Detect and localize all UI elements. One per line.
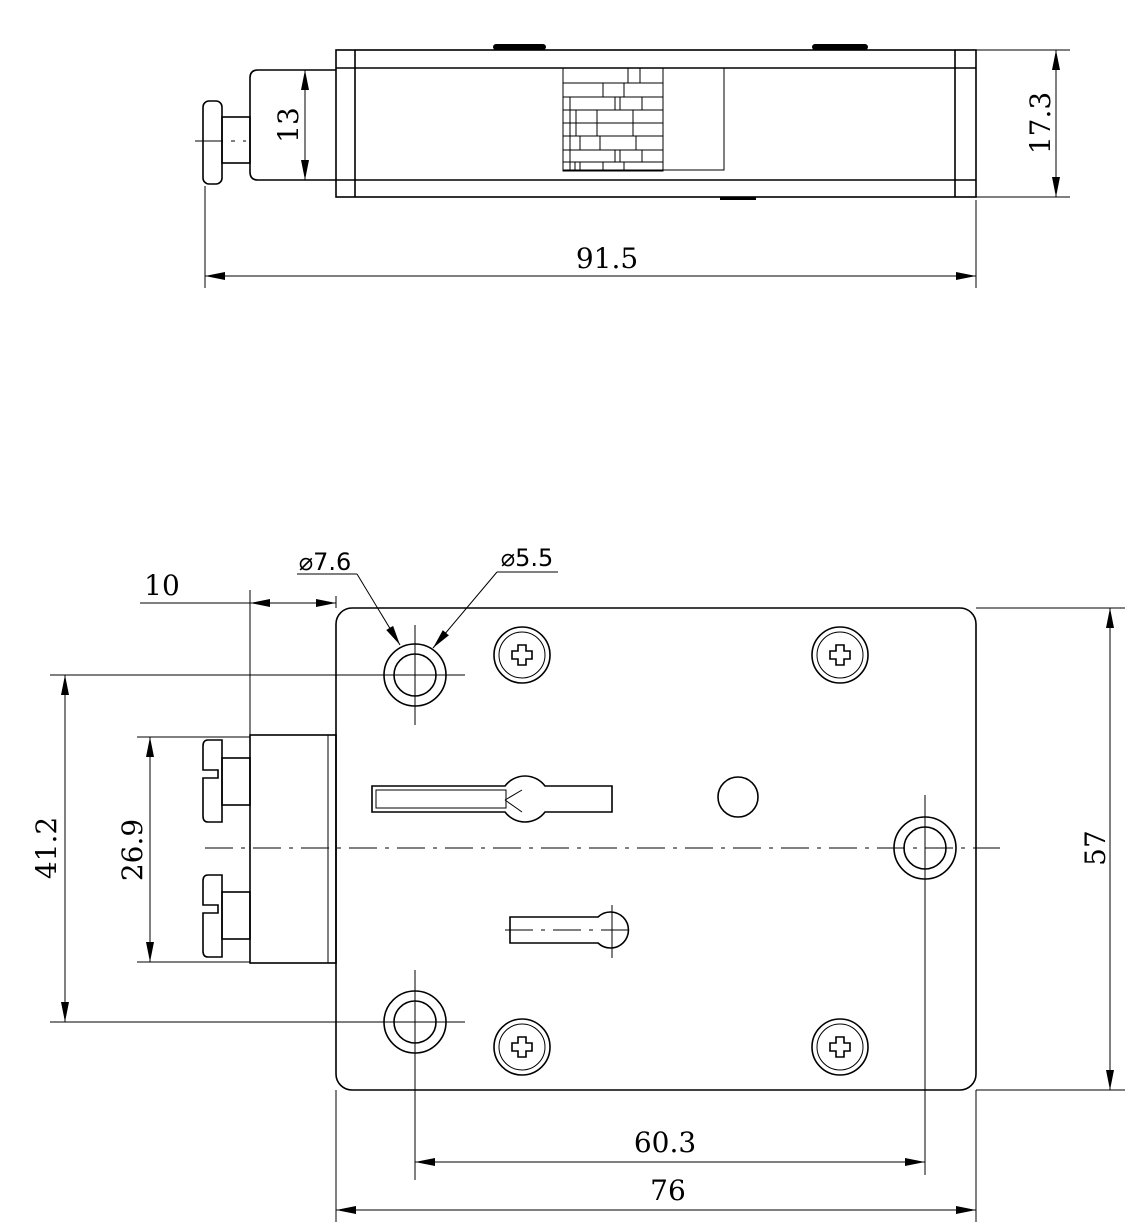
lock-plate — [335, 607, 977, 1091]
mechanism-pattern — [562, 67, 725, 172]
keyhole — [505, 905, 630, 958]
latch-slot — [371, 775, 613, 823]
phillips-screw — [811, 626, 869, 684]
knob-top — [202, 100, 223, 185]
dim-hole-large: ⌀7.6 — [299, 548, 352, 576]
mounting-hole — [365, 625, 465, 725]
dim-hole-spacing-vertical: 41.2 — [30, 817, 63, 879]
dim-plate-height: 57 — [1079, 830, 1112, 866]
dim-hole-spacing-horizontal: 60.3 — [634, 1126, 696, 1159]
dim-plate-width: 76 — [650, 1174, 686, 1207]
dim-bolt-height: 13 — [272, 107, 305, 143]
mounting-hole — [893, 795, 957, 1175]
dim-bolt-offset: 10 — [144, 569, 180, 602]
dim-body-height: 17.3 — [1024, 92, 1057, 154]
front-view: 10 ⌀7.6 ⌀5.5 41.2 26.9 57 60.3 76 — [30, 544, 1125, 1222]
phillips-screw — [811, 1018, 869, 1076]
top-tab — [493, 44, 546, 50]
bolt-front — [249, 734, 337, 964]
mounting-hole — [360, 970, 465, 1180]
phillips-screw — [493, 626, 551, 684]
bolt-knob — [202, 874, 251, 958]
dim-hole-small: ⌀5.5 — [501, 544, 554, 572]
top-tab — [812, 44, 868, 50]
dim-bolt-width: 26.9 — [116, 819, 149, 881]
small-hole — [717, 776, 759, 818]
bolt-knob — [202, 739, 251, 823]
top-view: 13 17.3 91.5 — [195, 44, 1070, 288]
dim-total-length: 91.5 — [576, 242, 638, 275]
phillips-screw — [493, 1018, 551, 1076]
